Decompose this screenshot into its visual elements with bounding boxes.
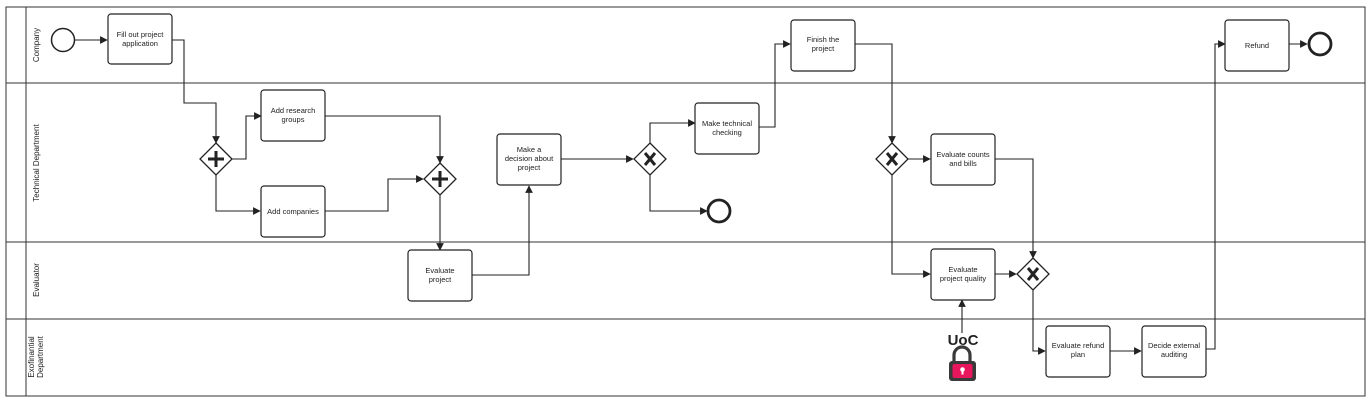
task-box[interactable]	[930, 248, 996, 301]
flow-arrow[interactable]	[325, 175, 424, 212]
uoc-label: UoC	[948, 332, 979, 349]
task-label-line: Evaluate	[948, 265, 977, 274]
flow-arrow[interactable]	[759, 40, 791, 128]
task-decide-external-auditing[interactable]: Decide external auditing	[1141, 325, 1207, 378]
task-label-line: groups	[282, 115, 305, 124]
end-event[interactable]	[1307, 31, 1333, 57]
task-label-line: Evaluate refund	[1052, 341, 1105, 350]
task-evaluate-counts-and-bills[interactable]: Evaluate counts and bills	[930, 133, 996, 186]
task-label-line: plan	[1071, 350, 1085, 359]
events	[50, 27, 1333, 224]
pool-border	[5, 6, 1366, 397]
flow-arrow[interactable]	[325, 115, 444, 164]
task-box[interactable]	[1224, 19, 1290, 72]
lane-label-exofinantial-line1: Exofinantial	[27, 336, 36, 378]
task-box[interactable]	[407, 249, 473, 302]
task-label-line: project quality	[940, 274, 987, 283]
task-box[interactable]	[496, 133, 562, 186]
flow-arrow[interactable]	[215, 175, 261, 215]
parallel-gateway-join[interactable]	[423, 162, 457, 196]
task-label-line: Add research	[271, 106, 316, 115]
task-add-research-groups[interactable]: Add research groups	[260, 89, 326, 142]
task-label-line: decision about	[505, 154, 554, 163]
flow-arrow[interactable]	[995, 158, 1037, 259]
pool	[5, 6, 1366, 397]
task-label-line: Refund	[1245, 41, 1269, 50]
task-label-line: Add companies	[267, 207, 319, 216]
lane-labels: Company Technical Department Evaluator E…	[27, 28, 45, 378]
task-evaluate-project-quality[interactable]: Evaluate project quality	[930, 248, 996, 301]
lane-label-company: Company	[32, 28, 41, 62]
sequence-flows	[75, 36, 1308, 355]
task-add-companies[interactable]: Add companies	[260, 185, 326, 238]
parallel-gateway-split[interactable]	[199, 142, 233, 176]
task-finish-the-project[interactable]: Finish the project	[790, 19, 856, 72]
task-box[interactable]	[790, 19, 856, 72]
flow-arrow[interactable]	[891, 175, 931, 278]
start-event[interactable]	[50, 27, 76, 53]
task-label-line: Evaluate	[425, 266, 454, 275]
task-box[interactable]	[694, 102, 760, 155]
end-event[interactable]	[706, 198, 732, 224]
flow-arrow[interactable]	[649, 119, 696, 143]
flow-arrow[interactable]	[1206, 40, 1226, 350]
task-label-line: Decide external	[1148, 341, 1200, 350]
task-label-line: Evaluate counts	[936, 150, 990, 159]
exclusive-gateway-decision[interactable]	[633, 142, 667, 176]
task-fill-out-project-application[interactable]: Fill out project application	[107, 13, 173, 65]
task-label-line: Fill out project	[117, 30, 165, 39]
task-box[interactable]	[260, 185, 326, 238]
exclusive-gateway-quality-join[interactable]	[1016, 257, 1050, 291]
task-label-line: project	[518, 163, 541, 172]
flow-arrow[interactable]	[172, 39, 220, 144]
uoc-annotation[interactable]: UoC	[948, 332, 979, 381]
x-icon	[643, 152, 657, 166]
task-label-line: project	[429, 275, 452, 284]
task-box[interactable]	[260, 89, 326, 142]
task-evaluate-project[interactable]: Evaluate project	[407, 249, 473, 302]
padlock-icon	[949, 345, 976, 381]
flow-arrow[interactable]	[1032, 290, 1046, 355]
task-label-line: application	[122, 39, 158, 48]
task-label-line: Finish the	[807, 35, 840, 44]
x-icon	[885, 152, 899, 166]
flow-arrow[interactable]	[472, 185, 533, 276]
task-label-line: Make technical	[702, 119, 752, 128]
task-box[interactable]	[107, 13, 173, 65]
task-evaluate-refund-plan[interactable]: Evaluate refund plan	[1045, 325, 1111, 378]
task-make-a-decision-about-project[interactable]: Make a decision about project	[496, 133, 562, 186]
task-label-line: Make a	[517, 145, 542, 154]
task-box[interactable]	[1141, 325, 1207, 378]
lane-label-evaluator: Evaluator	[32, 263, 41, 297]
flow-arrow[interactable]	[855, 43, 896, 144]
task-refund[interactable]: Refund	[1224, 19, 1290, 72]
flow-arrow[interactable]	[649, 175, 708, 215]
task-box[interactable]	[1045, 325, 1111, 378]
x-icon	[1026, 267, 1040, 281]
task-label-line: project	[812, 44, 835, 53]
task-make-technical-checking[interactable]: Make technical checking	[694, 102, 760, 155]
exclusive-gateway-finish-split[interactable]	[875, 142, 909, 176]
flow-arrow[interactable]	[232, 112, 262, 160]
task-box[interactable]	[930, 133, 996, 186]
task-label-line: checking	[712, 128, 742, 137]
task-label-line: and bills	[949, 159, 977, 168]
lane-label-technical-department: Technical Department	[32, 124, 41, 202]
lane-label-exofinantial-line2: Department	[36, 335, 45, 378]
task-label-line: auditing	[1161, 350, 1187, 359]
